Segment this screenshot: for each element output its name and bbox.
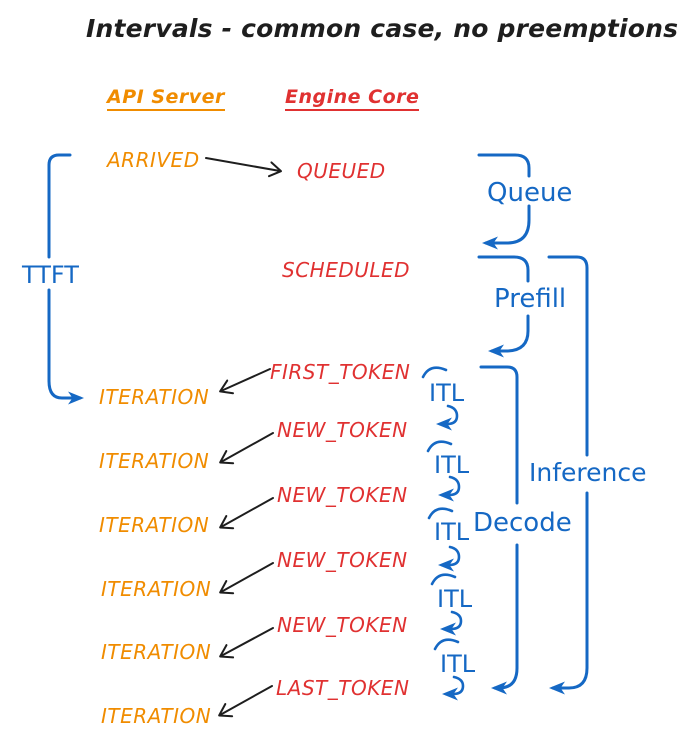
event-iteration-6: ITERATION	[101, 704, 212, 728]
itl-hook-arrow-4	[440, 610, 463, 636]
itl-tick-4	[430, 573, 457, 586]
prefill-bracket-top	[477, 255, 530, 283]
itl-hook-arrow-3	[438, 545, 461, 572]
page-title: Intervals - common case, no preemptions	[86, 14, 679, 43]
ttft-bracket-top	[47, 153, 72, 259]
label-ttft: TTFT	[22, 261, 79, 289]
prefill-bracket-arrow	[488, 314, 530, 358]
event-last-token: LAST_TOKEN	[276, 676, 410, 700]
inference-bracket-top	[547, 255, 589, 457]
arrow-arrived-to-queued	[205, 157, 282, 178]
arrow-new-token-1-to-iteration	[219, 432, 274, 465]
event-queued: QUEUED	[297, 159, 386, 183]
event-new-token-3: NEW_TOKEN	[277, 548, 408, 572]
label-inference: Inference	[529, 458, 647, 487]
event-arrived: ARRIVED	[107, 148, 200, 172]
event-new-token-1: NEW_TOKEN	[277, 418, 408, 442]
event-new-token-4: NEW_TOKEN	[277, 613, 408, 637]
inference-bracket-arrow	[549, 491, 589, 695]
itl-hook-arrow-1	[436, 404, 459, 431]
label-itl-3: ITL	[434, 518, 470, 546]
event-iteration-5: ITERATION	[101, 640, 212, 664]
event-first-token: FIRST_TOKEN	[270, 360, 411, 384]
itl-tick-2	[426, 440, 453, 453]
label-prefill: Prefill	[494, 284, 567, 314]
column-header-api-server: API Server	[107, 86, 225, 111]
decode-bracket-top	[479, 365, 519, 505]
itl-tick-1	[421, 366, 448, 379]
itl-tick-5	[433, 638, 460, 651]
label-itl-5: ITL	[440, 650, 476, 678]
queue-bracket-arrow	[482, 204, 531, 250]
event-new-token-2: NEW_TOKEN	[277, 483, 408, 507]
event-iteration-4: ITERATION	[101, 577, 212, 601]
event-iteration-1: ITERATION	[99, 385, 210, 409]
label-decode: Decode	[473, 508, 572, 538]
arrow-new-token-4-to-iteration	[219, 627, 274, 659]
decode-bracket-arrow	[491, 543, 519, 695]
arrow-last-token-to-iteration	[218, 685, 273, 718]
itl-hook-arrow-5	[442, 675, 465, 701]
arrow-new-token-2-to-iteration	[219, 497, 274, 530]
itl-tick-3	[427, 507, 454, 520]
label-itl-4: ITL	[437, 585, 473, 613]
ttft-bracket-arrow	[47, 288, 84, 405]
event-scheduled: SCHEDULED	[282, 258, 411, 282]
arrow-new-token-3-to-iteration	[219, 562, 274, 595]
event-iteration-3: ITERATION	[99, 513, 210, 537]
column-header-engine-core: Engine Core	[285, 86, 420, 111]
queue-bracket-top	[477, 153, 531, 178]
label-itl-1: ITL	[429, 379, 465, 407]
label-itl-2: ITL	[434, 451, 470, 479]
arrow-first-token-to-iteration	[219, 368, 271, 395]
event-iteration-2: ITERATION	[99, 449, 210, 473]
label-queue: Queue	[487, 178, 573, 208]
itl-hook-arrow-2	[438, 475, 461, 502]
